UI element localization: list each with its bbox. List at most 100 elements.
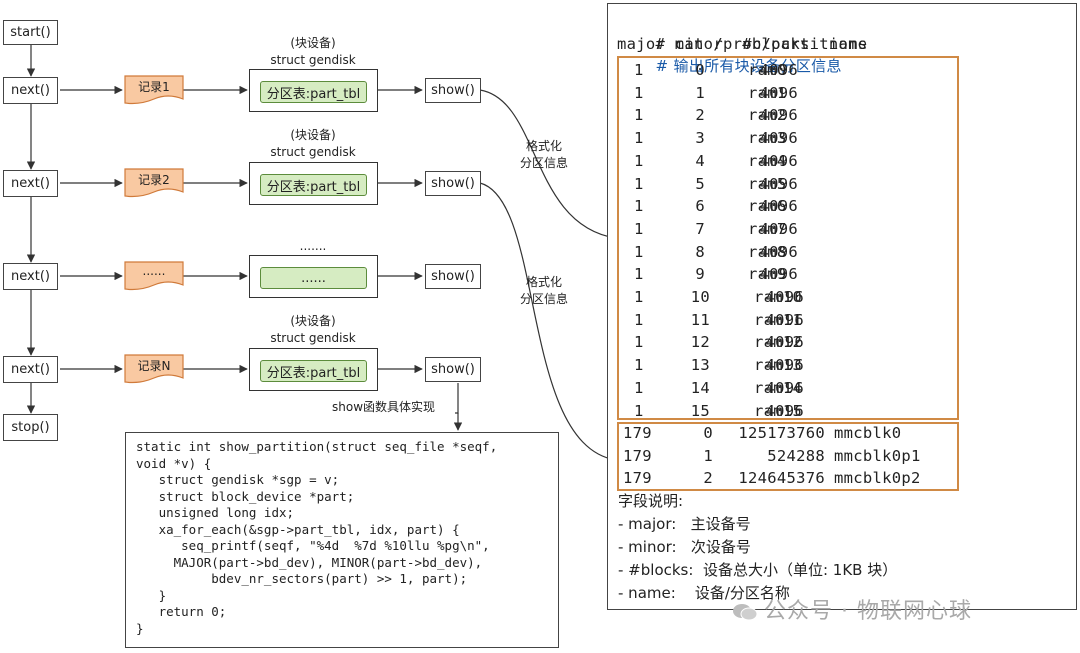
wechat-icon <box>732 602 758 622</box>
major-cell: 179 <box>623 446 652 465</box>
major-cell: 1 <box>634 129 644 148</box>
major-cell: 1 <box>634 219 644 238</box>
blocks-cell: 4096 <box>759 83 798 102</box>
name-cell: ram8 <box>748 242 787 261</box>
blocks-cell: 4096 <box>759 242 798 261</box>
minor-cell: 3 <box>695 129 705 148</box>
part-tbl-3: ...... <box>260 267 367 289</box>
blocks-cell: 4096 <box>759 197 798 216</box>
blocks-cell: 4096 <box>759 106 798 125</box>
command-text: # cat /proc/partitions <box>655 35 868 53</box>
name-cell: ram2 <box>748 106 787 125</box>
record-shape-1 <box>124 75 184 105</box>
major-cell: 1 <box>634 151 644 170</box>
minor-cell: 14 <box>690 378 710 397</box>
gendisk-box-3: ...... <box>249 255 378 298</box>
next-box-1: next() <box>3 77 58 104</box>
major-cell: 1 <box>634 288 644 306</box>
show-impl-line <box>455 383 459 414</box>
name-cell: ram7 <box>748 219 787 238</box>
disk-caption-3: ....... <box>299 239 327 253</box>
name-cell: ram15 <box>754 401 803 420</box>
disk-caption-N-struct: struct gendisk <box>270 331 356 345</box>
minor-cell: 2 <box>695 106 705 125</box>
legend-name: - name: 设备/分区名称 <box>618 584 790 602</box>
gendisk-box-2: 分区表:part_tbl <box>249 162 378 205</box>
name-cell: ram13 <box>754 356 803 375</box>
major-cell: 1 <box>634 310 644 329</box>
next-box-2: next() <box>3 170 58 197</box>
record-shape-3 <box>124 261 184 291</box>
minor-cell: 9 <box>695 265 705 284</box>
legend-blocks: - #blocks: 设备总大小（单位: 1KB 块） <box>618 561 898 579</box>
minor-cell: 4 <box>695 151 705 170</box>
gendisk-box-1: 分区表:part_tbl <box>249 69 378 112</box>
blocks-cell: 4096 <box>759 151 798 170</box>
blocks-cell: 4096 <box>765 288 804 306</box>
record-label-3: ...... <box>142 264 166 278</box>
name-cell: ram12 <box>754 333 803 352</box>
major-cell: 1 <box>634 197 644 216</box>
command-comment: # 输出所有块设备分区信息 <box>655 57 842 75</box>
mmc-rows-highlight <box>617 422 959 491</box>
name-cell: ram3 <box>748 129 787 148</box>
name-cell: ram10 <box>754 288 803 306</box>
blocks-cell: 4096 <box>759 219 798 238</box>
minor-cell: 11 <box>690 310 710 329</box>
major-cell: 1 <box>634 356 644 375</box>
record-label-2: 记录2 <box>138 173 170 187</box>
watermark: 公众号 · 物联网心球 <box>732 593 972 625</box>
record-label-1: 记录1 <box>138 80 170 94</box>
minor-cell: 1 <box>703 446 713 465</box>
major-cell: 1 <box>634 242 644 261</box>
show-box-2: show() <box>425 171 481 196</box>
minor-cell: 0 <box>703 424 713 442</box>
name-cell: ram1 <box>748 83 787 102</box>
minor-cell: 2 <box>703 469 713 488</box>
curve-show2-mmc <box>479 182 617 463</box>
show-box-3: show() <box>425 264 481 289</box>
blocks-cell: 4096 <box>765 356 804 375</box>
next-box-3: next() <box>3 263 58 290</box>
disk-caption-N: (块设备) struct gendisk <box>233 313 393 347</box>
stop-box: stop() <box>3 414 58 441</box>
blocks-cell: 125173760 <box>738 424 825 442</box>
blocks-cell: 4096 <box>759 265 798 284</box>
name-cell: mmcblk0 <box>834 424 902 442</box>
format-label-1-line1: 格式化 <box>526 139 563 153</box>
name-cell: ram4 <box>748 151 787 170</box>
format-label-2-line2: 分区信息 <box>520 292 569 306</box>
format-label-2-line1: 格式化 <box>526 275 563 289</box>
disk-caption-2: (块设备) struct gendisk <box>233 127 393 161</box>
disk-caption-N-type: (块设备) <box>290 314 336 328</box>
major-cell: 1 <box>634 265 644 284</box>
major-cell: 179 <box>623 469 652 488</box>
major-cell: 1 <box>634 378 644 397</box>
major-cell: 1 <box>634 401 644 420</box>
disk-caption-2-type: (块设备) <box>290 128 336 142</box>
minor-cell: 5 <box>695 174 705 193</box>
legend-major: - major: 主设备号 <box>618 515 751 533</box>
name-cell: ram14 <box>754 378 803 397</box>
command-line: # cat /proc/partitions # 输出所有块设备分区信息 <box>617 11 868 75</box>
major-cell: 1 <box>634 61 644 79</box>
minor-cell: 10 <box>690 288 710 306</box>
minor-cell: 1 <box>695 83 705 102</box>
name-cell: ram9 <box>748 265 787 284</box>
blocks-cell: 4096 <box>765 333 804 352</box>
minor-cell: 8 <box>695 242 705 261</box>
proc-partitions-panel: # cat /proc/partitions # 输出所有块设备分区信息 maj… <box>607 3 1077 610</box>
blocks-cell: 124645376 <box>738 469 825 488</box>
